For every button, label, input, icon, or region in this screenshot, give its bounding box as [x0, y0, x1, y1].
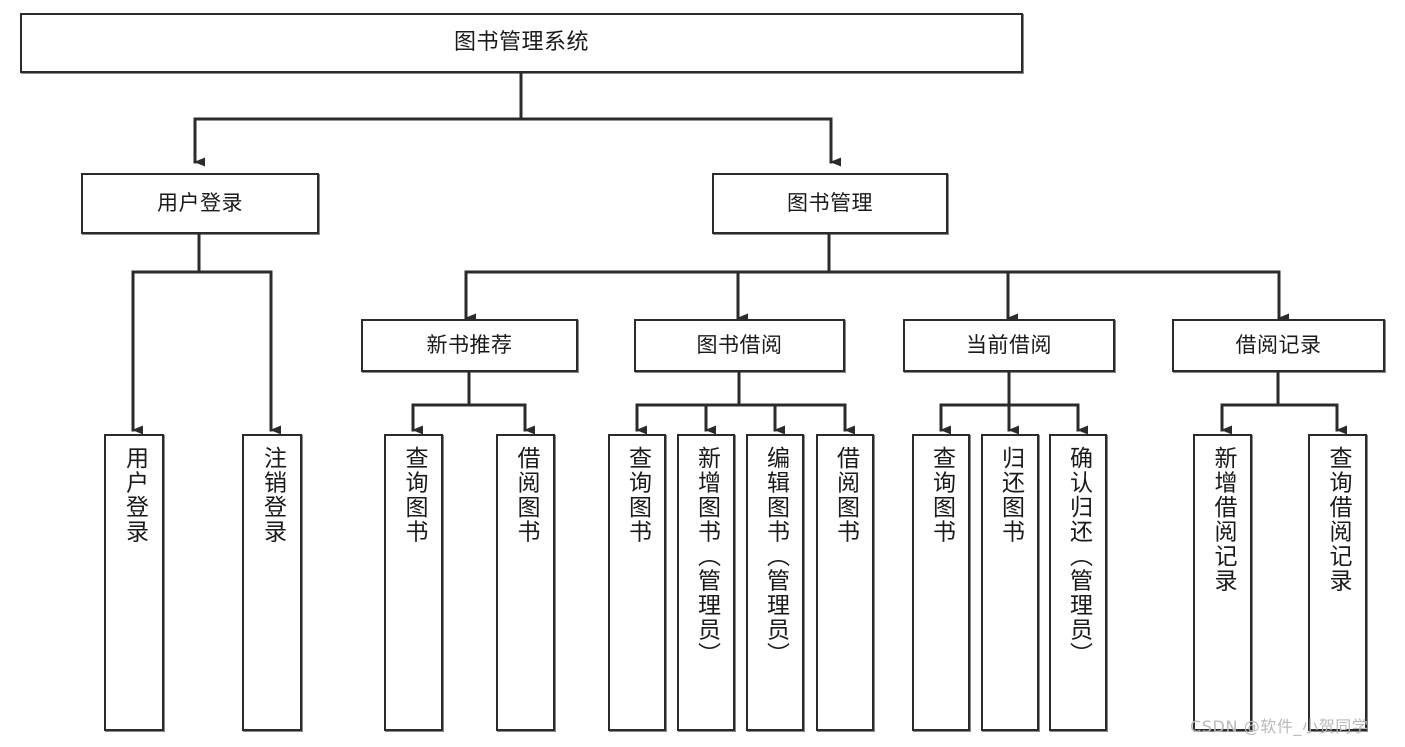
node-leaf-return-book-label: 归还图书 — [997, 446, 1024, 544]
node-leaf-borrow-book-1-label: 借阅图书 — [513, 446, 539, 544]
node-book-manage-label: 图书管理 — [787, 191, 873, 216]
node-leaf-query-book-1-label: 查询图书 — [401, 446, 427, 544]
node-leaf-user-login-label: 用户登录 — [121, 446, 148, 544]
node-current-borrow[interactable]: 当前借阅 — [903, 319, 1115, 372]
node-leaf-logout-login[interactable]: 注销登录 — [242, 434, 302, 731]
node-borrow-record-label: 借阅记录 — [1235, 333, 1322, 358]
node-leaf-borrow-book-1[interactable]: 借阅图书 — [496, 434, 555, 731]
node-leaf-borrow-book-2[interactable]: 借阅图书 — [816, 434, 874, 731]
node-user-login-label: 用户登录 — [157, 191, 243, 216]
node-leaf-confirm-return[interactable]: 确认归还（管理员） — [1049, 434, 1107, 731]
node-leaf-confirm-return-label: 确认归还（管理员） — [1065, 446, 1092, 667]
node-new-book-recommend[interactable]: 新书推荐 — [361, 319, 578, 372]
node-leaf-query-book-3[interactable]: 查询图书 — [912, 434, 970, 731]
node-leaf-edit-book-label: 编辑图书（管理员） — [762, 446, 789, 667]
node-current-borrow-label: 当前借阅 — [966, 333, 1052, 358]
node-leaf-query-book-2-label: 查询图书 — [624, 446, 651, 544]
node-leaf-add-book-label: 新增图书（管理员） — [693, 446, 720, 667]
node-leaf-query-book-3-label: 查询图书 — [928, 446, 955, 544]
node-leaf-borrow-book-2-label: 借阅图书 — [832, 446, 859, 544]
node-book-borrow-label: 图书借阅 — [696, 333, 783, 358]
node-book-manage[interactable]: 图书管理 — [712, 173, 948, 234]
node-book-borrow[interactable]: 图书借阅 — [634, 319, 845, 372]
node-new-book-recommend-label: 新书推荐 — [426, 333, 513, 358]
node-leaf-query-record-label: 查询借阅记录 — [1325, 446, 1351, 593]
node-user-login[interactable]: 用户登录 — [81, 173, 319, 234]
node-borrow-record[interactable]: 借阅记录 — [1172, 319, 1385, 372]
node-leaf-add-book[interactable]: 新增图书（管理员） — [677, 434, 735, 731]
node-leaf-return-book[interactable]: 归还图书 — [981, 434, 1039, 731]
node-root-label: 图书管理系统 — [453, 30, 589, 56]
node-leaf-logout-login-label: 注销登录 — [259, 446, 286, 544]
node-leaf-query-book-2[interactable]: 查询图书 — [608, 434, 666, 731]
node-leaf-query-record[interactable]: 查询借阅记录 — [1308, 434, 1367, 731]
node-leaf-add-record[interactable]: 新增借阅记录 — [1193, 434, 1252, 731]
node-leaf-edit-book[interactable]: 编辑图书（管理员） — [746, 434, 804, 731]
csdn-watermark: CSDN @软件_小贺同学 — [1190, 717, 1369, 736]
node-leaf-add-record-label: 新增借阅记录 — [1210, 446, 1236, 593]
node-leaf-user-login[interactable]: 用户登录 — [104, 434, 164, 731]
node-root[interactable]: 图书管理系统 — [20, 13, 1023, 73]
node-leaf-query-book-1[interactable]: 查询图书 — [384, 434, 443, 731]
